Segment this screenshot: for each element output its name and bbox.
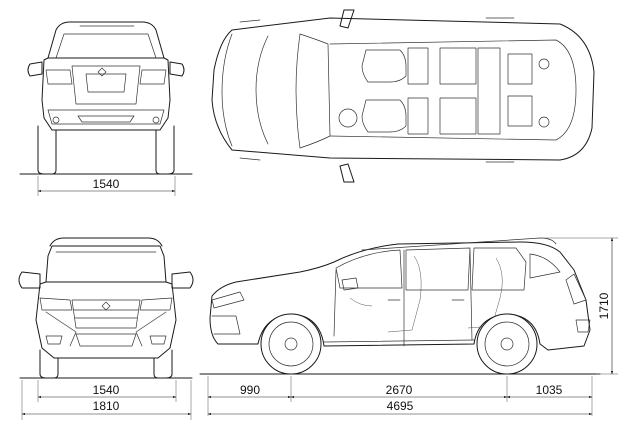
length-dimensions: 990 2670 1035 4695 bbox=[207, 376, 593, 416]
top-view bbox=[211, 9, 595, 183]
rear-view bbox=[19, 21, 193, 175]
overall-width-label: 1810 bbox=[93, 399, 120, 413]
front-overhang-label: 990 bbox=[240, 383, 260, 397]
overall-length-label: 4695 bbox=[387, 399, 414, 413]
front-width-dimensions: 1540 1810 bbox=[21, 380, 192, 420]
overall-height-label: 1710 bbox=[597, 292, 611, 319]
side-view bbox=[199, 237, 601, 375]
height-dimension: 1710 bbox=[540, 237, 618, 375]
wheelbase-label: 2670 bbox=[386, 383, 413, 397]
rear-overhang-label: 1035 bbox=[536, 383, 563, 397]
rear-track-label: 1540 bbox=[93, 177, 120, 191]
front-view bbox=[18, 237, 194, 379]
front-track-label: 1540 bbox=[93, 383, 120, 397]
rear-track-dimension: 1540 bbox=[37, 176, 176, 196]
